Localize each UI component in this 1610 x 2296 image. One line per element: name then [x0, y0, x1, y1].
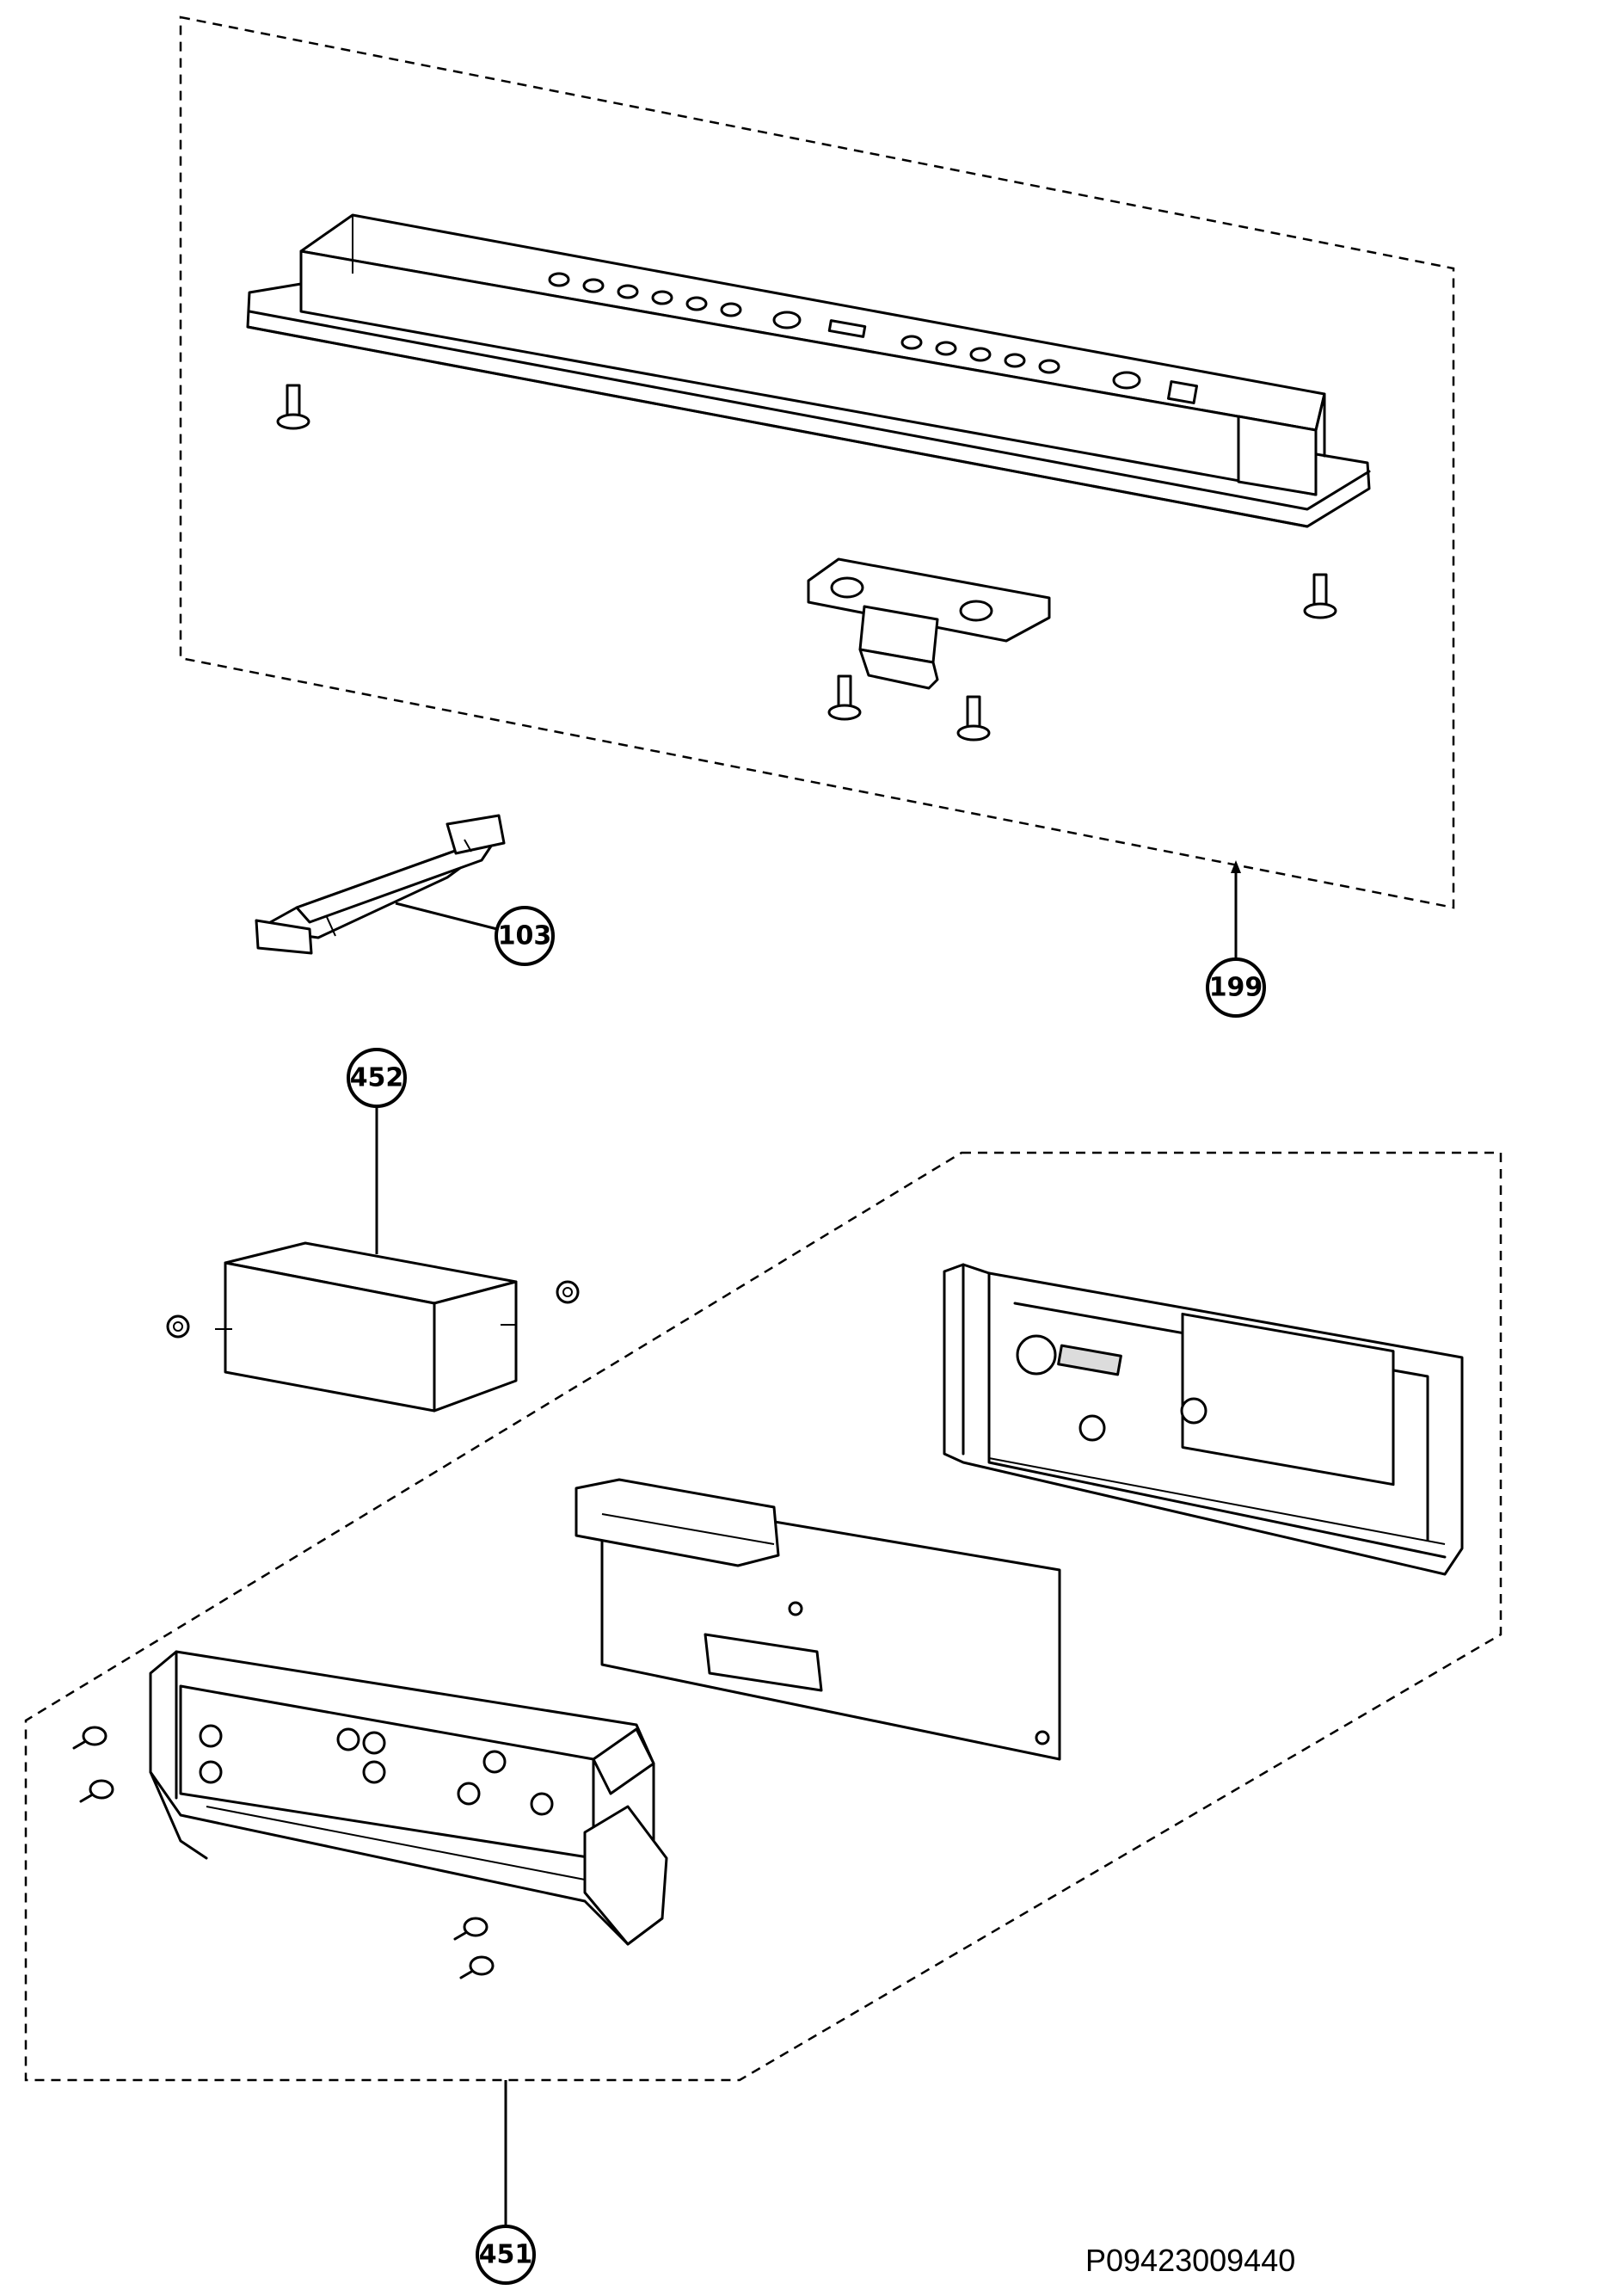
screw: [1303, 573, 1337, 619]
front-housing: [149, 1650, 668, 1946]
screw: [827, 674, 862, 721]
svg-text:199: 199: [1209, 973, 1263, 1003]
screw: [79, 1779, 114, 1803]
leader-103: [395, 902, 498, 931]
bracket-103: [255, 814, 506, 955]
latch-bracket: [807, 557, 1051, 690]
callout-199: 199: [1206, 957, 1266, 1018]
board-connector: [704, 1633, 823, 1692]
screw: [72, 1726, 108, 1750]
screw: [453, 1917, 489, 1941]
nut: [166, 1314, 190, 1339]
nut: [556, 1280, 580, 1304]
svg-text:103: 103: [498, 921, 552, 951]
svg-text:452: 452: [350, 1063, 404, 1093]
group-451-boundary: [24, 1151, 1502, 2082]
group-199-boundary: [179, 15, 1455, 909]
circuit-board: [575, 1478, 1061, 1761]
screw: [459, 1955, 495, 1979]
svg-text:451: 451: [479, 2240, 533, 2270]
leader-199-arrow: [1231, 860, 1241, 873]
rear-housing: [943, 1263, 1464, 1576]
callout-451: 451: [476, 2225, 536, 2285]
callout-452: 452: [347, 1048, 407, 1108]
part-452-box: [215, 1241, 518, 1413]
screw: [276, 384, 310, 430]
control-panel-bar: [246, 213, 1371, 528]
screw: [956, 695, 991, 742]
callout-103: 103: [495, 906, 555, 966]
drawing-code: P09423009440: [1085, 2243, 1295, 2278]
